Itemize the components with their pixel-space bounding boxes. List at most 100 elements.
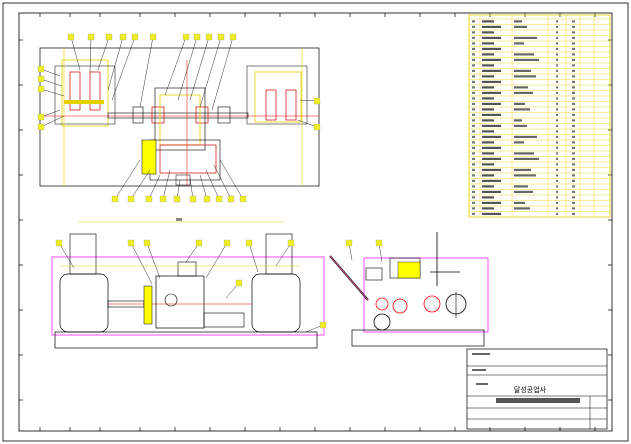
parts-row-qty — [556, 163, 558, 166]
parts-row-no — [472, 25, 475, 28]
part-balloon — [173, 195, 181, 203]
parts-row-no — [472, 157, 475, 160]
leader-line — [162, 169, 171, 200]
parts-row-name — [482, 135, 501, 138]
leader-line — [70, 36, 81, 71]
parts-row-name — [482, 185, 494, 188]
parts-row-no — [472, 207, 475, 210]
parts-row-material — [572, 190, 575, 193]
parts-row-material — [572, 119, 575, 122]
parts-row-material — [572, 102, 575, 105]
part-balloon — [217, 33, 225, 41]
parts-row-material — [572, 163, 575, 166]
parts-row-no — [472, 64, 475, 67]
parts-row-material — [572, 207, 575, 210]
parts-row-name — [482, 157, 501, 160]
parts-row-no — [472, 31, 475, 34]
parts-row-material — [572, 69, 575, 72]
parts-row-no — [472, 168, 475, 171]
part-balloon — [189, 195, 197, 203]
parts-row-qty — [556, 108, 558, 111]
leader-line — [164, 36, 187, 96]
parts-row-name — [482, 196, 494, 199]
part-balloon — [313, 97, 321, 105]
parts-row-spec — [514, 185, 528, 188]
part-balloon — [229, 33, 237, 41]
parts-row-qty — [556, 97, 558, 100]
parts-row-qty — [556, 102, 558, 105]
part-balloon — [195, 239, 203, 247]
parts-row-no — [472, 196, 475, 199]
leader-line — [378, 242, 383, 263]
parts-row-material — [572, 179, 575, 182]
parts-row-spec — [514, 58, 539, 61]
parts-row-name — [482, 113, 501, 116]
parts-row-qty — [556, 91, 558, 94]
parts-row-material — [572, 130, 575, 133]
parts-row-material — [572, 141, 575, 144]
leader-line — [130, 242, 153, 285]
parts-row-no — [472, 102, 475, 105]
parts-row-spec — [514, 152, 534, 155]
company-name: 달성공업사 — [514, 385, 547, 394]
parts-row-no — [472, 97, 475, 100]
part-balloon — [145, 195, 153, 203]
parts-row-qty — [556, 141, 558, 144]
parts-row-material — [572, 124, 575, 127]
leader-line — [111, 36, 136, 101]
parts-row-qty — [556, 86, 558, 89]
part-balloon — [182, 33, 190, 41]
parts-row-qty — [556, 64, 558, 67]
parts-row-material — [572, 185, 575, 188]
parts-row-name — [482, 179, 501, 182]
parts-row-no — [472, 53, 475, 56]
parts-row-qty — [556, 113, 558, 116]
parts-row-spec — [514, 135, 537, 138]
parts-row-material — [572, 196, 575, 199]
parts-row-material — [572, 157, 575, 160]
parts-row-name — [482, 146, 501, 149]
part-balloon — [87, 33, 95, 41]
parts-row-spec — [514, 124, 527, 127]
part-balloon — [287, 239, 295, 247]
leader-line — [40, 115, 65, 128]
parts-row-qty — [556, 174, 558, 177]
parts-row-no — [472, 163, 475, 166]
side-view — [329, 232, 489, 347]
parts-row-name — [482, 201, 501, 204]
parts-row-qty — [556, 168, 558, 171]
parts-row-no — [472, 91, 475, 94]
parts-row-qty — [556, 124, 558, 127]
leader-line — [199, 36, 222, 108]
part-balloon — [227, 195, 235, 203]
parts-row-material — [572, 86, 575, 89]
parts-row-name — [482, 53, 494, 56]
parts-row-qty — [556, 80, 558, 83]
frame-zone-ticks — [19, 13, 612, 431]
parts-row-name — [482, 119, 494, 122]
parts-row-spec — [514, 53, 534, 56]
part-balloon — [37, 113, 45, 121]
parts-row-spec — [514, 174, 536, 177]
top-view — [37, 33, 321, 203]
part-balloon — [223, 239, 231, 247]
parts-row-qty — [556, 201, 558, 204]
parts-row-material — [572, 47, 575, 50]
parts-row-no — [472, 179, 475, 182]
parts-row-no — [472, 86, 475, 89]
leader-line — [189, 177, 194, 200]
parts-row-spec — [514, 141, 524, 144]
part-balloon — [127, 239, 135, 247]
parts-row-no — [472, 69, 475, 72]
parts-row-spec — [514, 157, 539, 160]
leader-line — [139, 36, 154, 108]
leader-line — [205, 169, 220, 200]
parts-row-material — [572, 36, 575, 39]
parts-row-spec — [514, 108, 530, 111]
part-balloon — [119, 33, 127, 41]
parts-row-material — [572, 31, 575, 34]
parts-row-qty — [556, 152, 558, 155]
title-block: 달성공업사 — [466, 348, 608, 430]
leader-line — [297, 119, 318, 128]
